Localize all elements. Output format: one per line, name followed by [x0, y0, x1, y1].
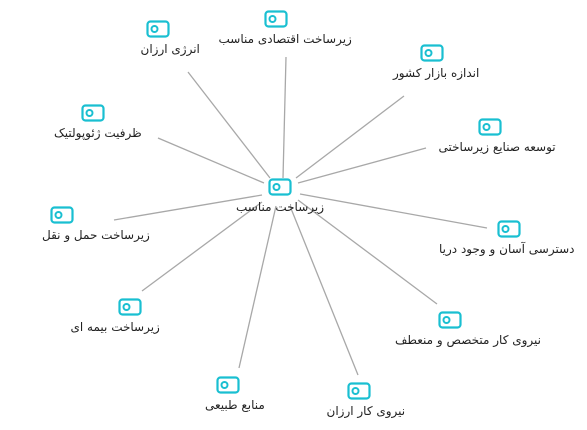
connector-transport-infrastructure: [113, 194, 263, 221]
connector-easy-access-sea: [299, 193, 488, 229]
node-affordable-energy[interactable]: انرژی ارزان: [78, 20, 238, 64]
node-transport-infrastructure[interactable]: زیرساخت حمل و نقل: [0, 206, 150, 250]
node-economic-infrastructure[interactable]: زیرساخت اقتصادی مناسب: [196, 10, 356, 54]
toggle-node-icon: [438, 311, 462, 329]
connector-domestic-market-size: [295, 95, 405, 179]
toggle-node-icon: [347, 382, 371, 400]
toggle-node-icon: [268, 178, 292, 196]
toggle-node-icon: [216, 376, 240, 394]
connector-skilled-flexible-workforce: [297, 199, 438, 305]
toggle-node-icon: [497, 220, 521, 238]
connector-natural-resources: [238, 205, 277, 369]
node-cheap-labor[interactable]: نیروی کار ارزان: [279, 382, 439, 426]
node-skilled-flexible-workforce-label: نیروی کار متخصص و منعطف: [395, 333, 541, 347]
node-natural-resources-label: منابع طبیعی: [205, 398, 265, 412]
connector-cheap-labor: [289, 205, 359, 376]
toggle-node-icon: [420, 44, 444, 62]
node-geopolitical-capacity[interactable]: ظرفیت ژئوپولتیک: [13, 104, 173, 148]
connector-insurance-infrastructure: [141, 201, 263, 292]
connector-geopolitical-capacity: [157, 137, 265, 184]
node-insurance-infrastructure-label: زیرساخت بیمه ای: [70, 320, 160, 334]
node-economic-infrastructure-label: زیرساخت اقتصادی مناسب: [218, 32, 352, 46]
node-infrastructure-industry-development[interactable]: توسعه صنایع زیرساختی: [410, 118, 570, 162]
node-domestic-market-size[interactable]: اندازه بازار کشور: [352, 44, 512, 88]
node-domestic-market-size-label: اندازه بازار کشور: [393, 66, 480, 80]
node-easy-access-sea[interactable]: دسترسی آسان و وجود دریا: [429, 220, 587, 264]
node-infrastructure-industry-development-label: توسعه صنایع زیرساختی: [438, 140, 556, 154]
toggle-node-icon: [118, 298, 142, 316]
node-skilled-flexible-workforce[interactable]: نیروی کار متخصص و منعطف: [370, 311, 541, 355]
toggle-node-icon: [50, 206, 74, 224]
toggle-node-icon: [81, 104, 105, 122]
toggle-node-icon: [478, 118, 502, 136]
toggle-node-icon: [264, 10, 288, 28]
connector-economic-infrastructure: [282, 56, 287, 179]
connector-infrastructure-industry-development: [297, 147, 427, 184]
node-transport-infrastructure-label: زیرساخت حمل و نقل: [42, 228, 150, 242]
node-natural-resources[interactable]: منابع طبیعی: [148, 376, 308, 420]
center-node[interactable]: زیرساخت مناسب: [200, 178, 360, 222]
node-affordable-energy-label: انرژی ارزان: [140, 42, 200, 56]
connector-affordable-energy: [187, 71, 271, 179]
center-node-label: زیرساخت مناسب: [236, 200, 325, 214]
node-geopolitical-capacity-label: ظرفیت ژئوپولتیک: [54, 126, 142, 140]
toggle-node-icon: [146, 20, 170, 38]
node-cheap-labor-label: نیروی کار ارزان: [326, 404, 406, 418]
node-easy-access-sea-label: دسترسی آسان و وجود دریا: [439, 242, 575, 256]
node-insurance-infrastructure[interactable]: زیرساخت بیمه ای: [50, 298, 210, 342]
